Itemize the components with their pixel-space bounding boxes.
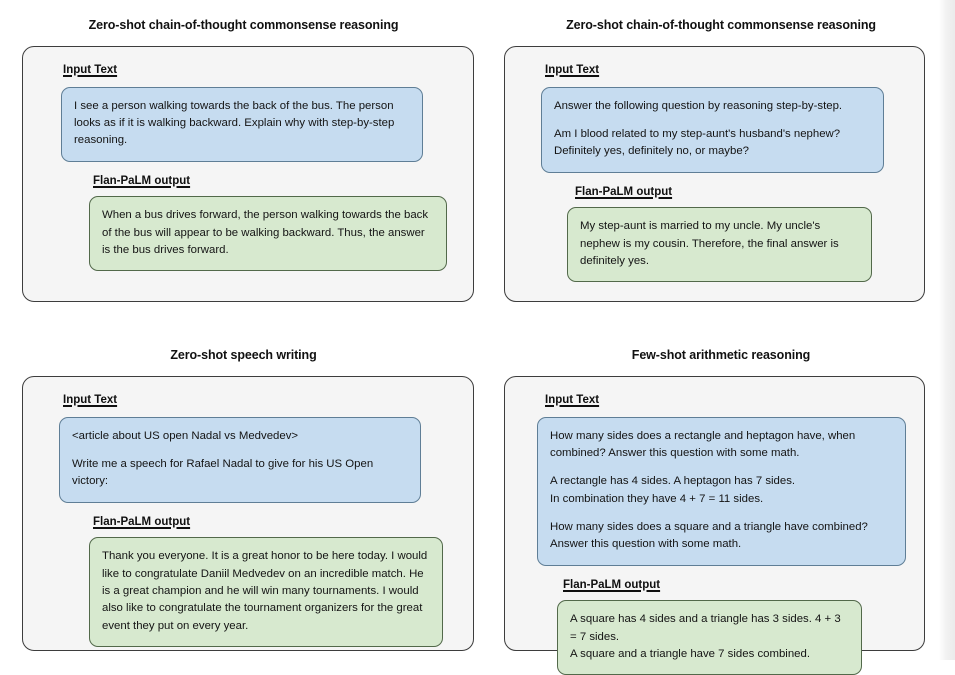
example-panel-1: Input Text I see a person walking toward… — [22, 45, 474, 302]
panel-title-3: Zero-shot speech writing — [170, 348, 317, 362]
output-label-2: Flan-PaLM output — [575, 185, 673, 198]
input-text-label-3: Input Text — [63, 393, 118, 406]
input-paragraph: How many sides does a rectangle and hept… — [550, 429, 856, 459]
input-paragraph: Am I blood related to my step-aunt's hus… — [554, 127, 841, 158]
example-panel-3: Input Text <article about US open Nadal … — [22, 375, 474, 651]
output-bubble-1: When a bus drives forward, the person wa… — [89, 196, 447, 272]
panel-title-1: Zero-shot chain-of-thought commonsense r… — [88, 18, 399, 32]
panel-container-2: Zero-shot chain-of-thought commonsense r… — [487, 0, 955, 330]
input-text-bubble-3: <article about US open Nadal vs Medvedev… — [59, 416, 421, 503]
input-text-label-4: Input Text — [545, 393, 600, 406]
input-text-bubble-2: Answer the following question by reasoni… — [541, 86, 884, 173]
output-paragraph: A square has 4 sides and a triangle has … — [570, 613, 841, 660]
example-panel-2: Input Text Answer the following question… — [504, 45, 925, 302]
input-text-label-2: Input Text — [545, 63, 600, 76]
output-label-1: Flan-PaLM output — [93, 174, 191, 187]
input-paragraph: <article about US open Nadal vs Medvedev… — [72, 429, 299, 442]
input-text-bubble-4: How many sides does a rectangle and hept… — [537, 416, 906, 566]
output-paragraph: Thank you everyone. It is a great honor … — [102, 550, 428, 632]
panel-container-1: Zero-shot chain-of-thought commonsense r… — [0, 0, 487, 330]
input-paragraph: Write me a speech for Rafael Nadal to gi… — [72, 457, 374, 488]
panel-container-3: Zero-shot speech writing Input Text <art… — [0, 330, 487, 660]
output-bubble-3: Thank you everyone. It is a great honor … — [89, 537, 443, 647]
output-paragraph: When a bus drives forward, the person wa… — [102, 209, 429, 256]
panel-title-2: Zero-shot chain-of-thought commonsense r… — [566, 18, 876, 32]
output-paragraph: My step-aunt is married to my uncle. My … — [580, 220, 839, 267]
slide-edge-band — [939, 0, 955, 660]
input-paragraph: Answer the following question by reasoni… — [554, 99, 843, 112]
output-label-4: Flan-PaLM output — [563, 578, 661, 591]
output-bubble-4: A square has 4 sides and a triangle has … — [557, 600, 862, 675]
input-paragraph: A rectangle has 4 sides. A heptagon has … — [550, 475, 796, 505]
input-paragraph: How many sides does a square and a trian… — [550, 520, 868, 551]
example-panel-4: Input Text How many sides does a rectang… — [504, 375, 925, 675]
input-text-label-1: Input Text — [63, 63, 118, 76]
panel-container-4: Few-shot arithmetic reasoning Input Text… — [487, 330, 955, 675]
input-text-bubble-1: I see a person walking towards the back … — [61, 86, 423, 162]
output-bubble-2: My step-aunt is married to my uncle. My … — [567, 207, 872, 283]
panel-title-4: Few-shot arithmetic reasoning — [631, 348, 811, 362]
output-label-3: Flan-PaLM output — [93, 515, 191, 528]
input-paragraph: I see a person walking towards the back … — [74, 99, 395, 147]
